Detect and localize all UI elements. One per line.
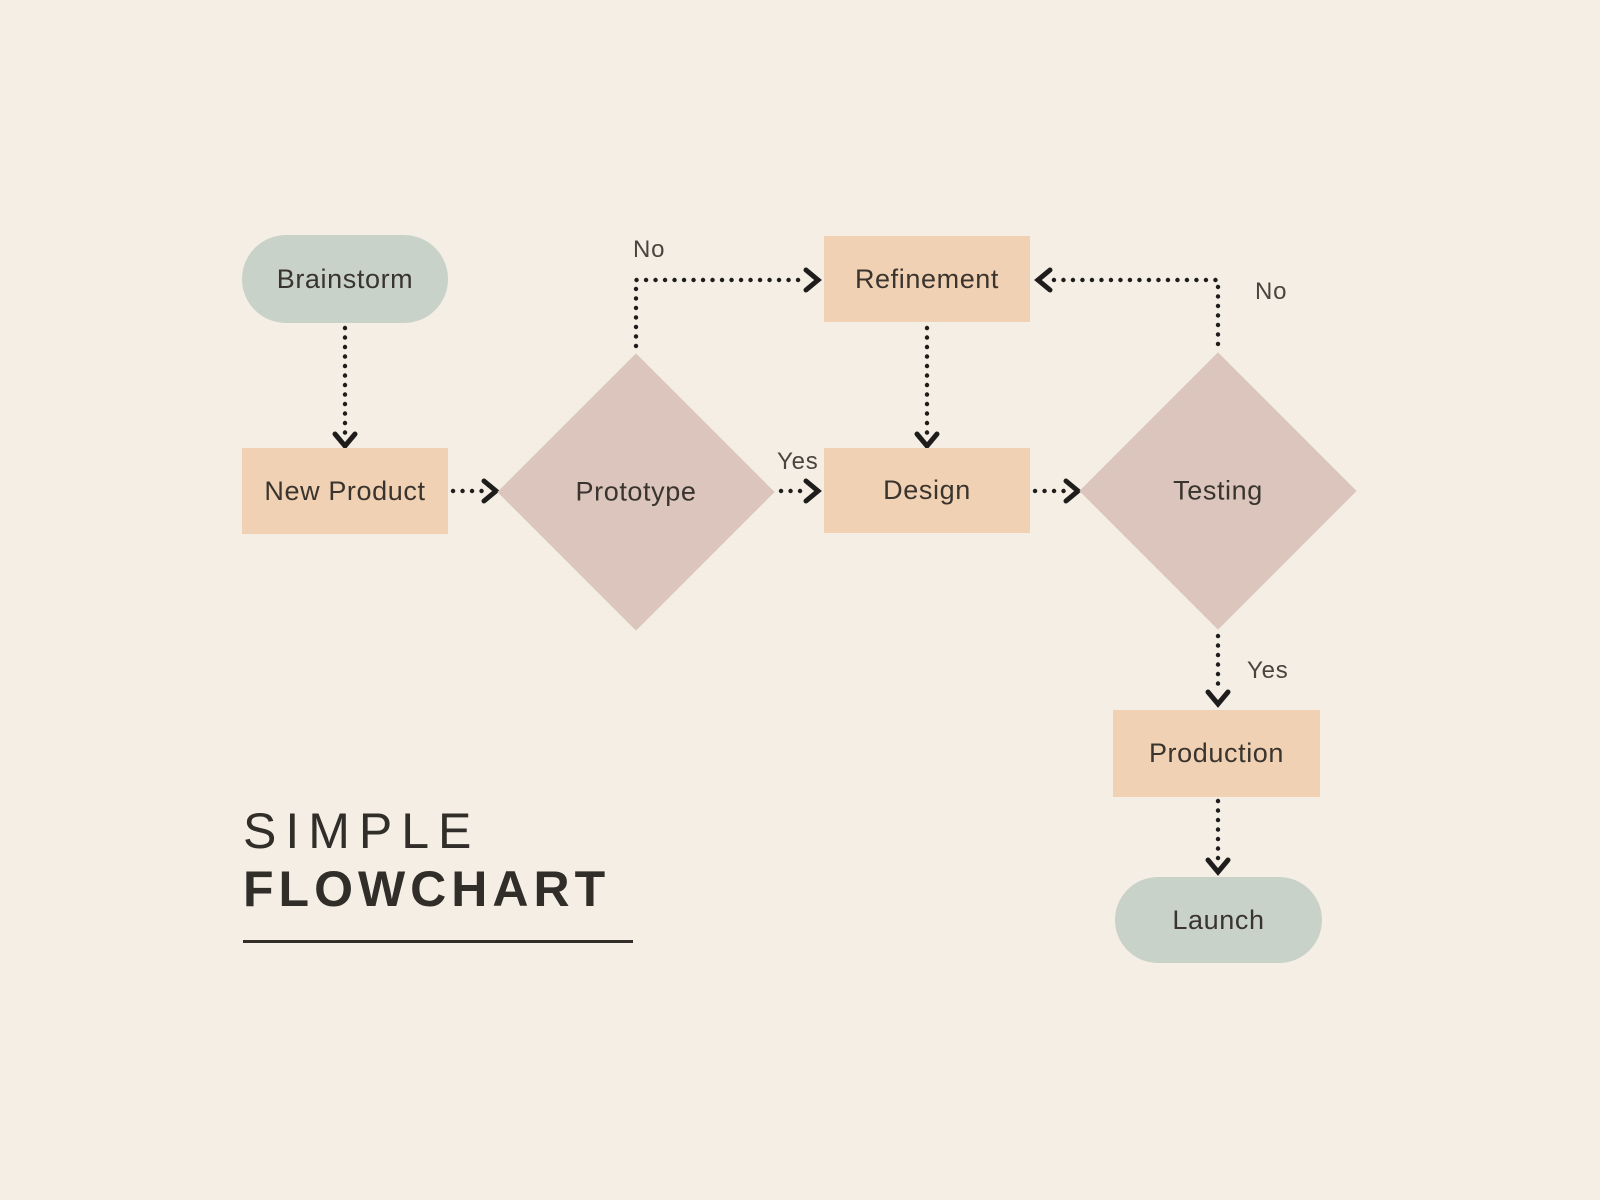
edge-label-prototype-no: No	[633, 236, 666, 263]
node-launch-label: Launch	[1172, 904, 1265, 935]
node-brainstorm-label: Brainstorm	[276, 263, 414, 294]
title-line-2: FLOWCHART	[243, 861, 611, 917]
arrowhead-production-to-launch	[1205, 857, 1231, 876]
arrowhead-testing-to-production	[1205, 689, 1231, 708]
arrowhead-prototype-to-design	[803, 478, 822, 504]
arrowhead-refinement-to-design	[914, 431, 940, 450]
node-prototype-label: Prototype	[575, 476, 697, 507]
title-underline	[243, 940, 633, 943]
node-new-product: New Product	[242, 448, 448, 534]
node-launch: Launch	[1115, 877, 1322, 963]
arrowhead-design-to-testing	[1063, 478, 1082, 504]
arrowhead-prototype-to-refinement	[803, 267, 822, 293]
edge-label-prototype-yes: Yes	[777, 448, 819, 475]
arrowhead-new-product-to-prototype	[481, 478, 500, 504]
node-production: Production	[1113, 710, 1320, 797]
edge-testing-to-refinement	[1049, 277, 1221, 347]
edge-label-testing-no: No	[1255, 278, 1288, 305]
title-line-1: SIMPLE	[243, 803, 481, 859]
node-refinement-label: Refinement	[854, 263, 1000, 294]
node-production-label: Production	[1148, 738, 1285, 768]
arrowhead-brainstorm-to-new-product	[332, 431, 358, 450]
node-testing-label: Testing	[1173, 475, 1263, 506]
node-brainstorm: Brainstorm	[242, 235, 448, 323]
node-design-label: Design	[883, 475, 971, 505]
edge-label-testing-yes: Yes	[1247, 657, 1289, 684]
edge-prototype-to-refinement	[633, 277, 807, 349]
node-refinement: Refinement	[824, 236, 1030, 322]
node-design: Design	[824, 448, 1030, 533]
title-block: SIMPLE FLOWCHART	[243, 802, 633, 943]
arrowhead-testing-to-refinement	[1034, 267, 1053, 293]
node-new-product-label: New Product	[264, 475, 426, 506]
